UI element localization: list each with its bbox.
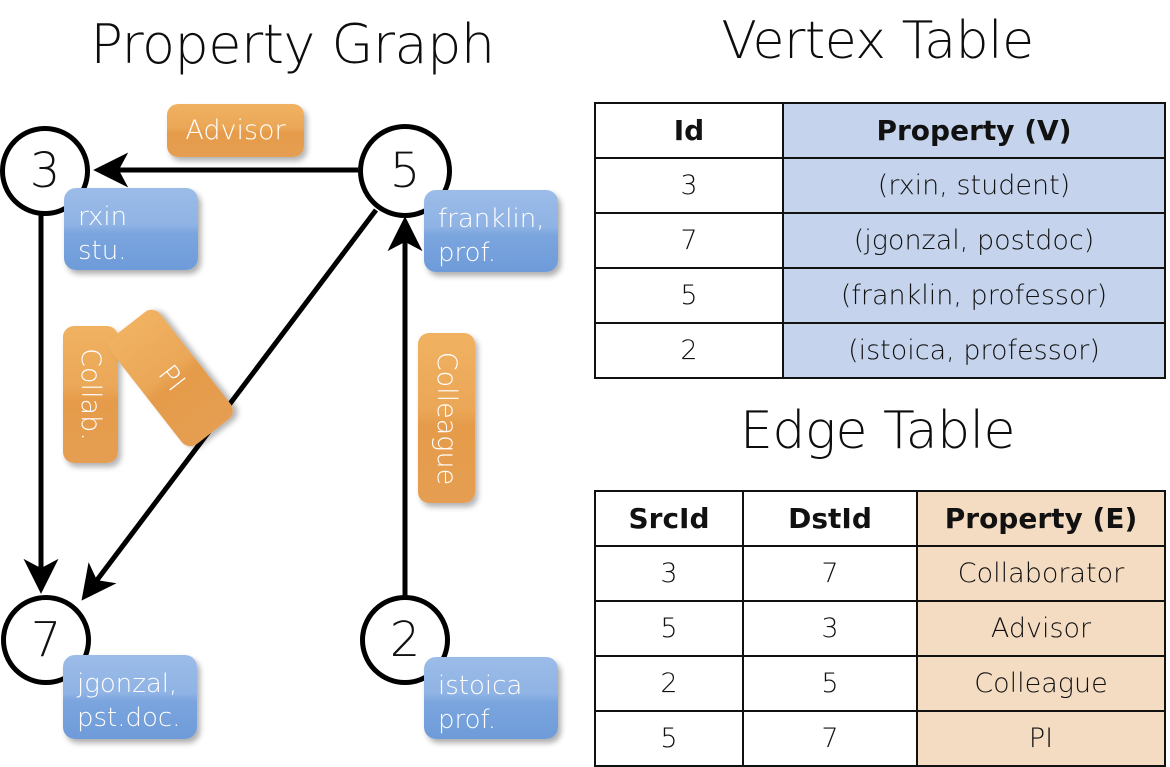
vertex-table-header-id: Id	[594, 102, 784, 159]
edge-row-property: PI	[916, 710, 1166, 767]
edge-row-property: Collaborator	[916, 545, 1166, 602]
vertex-table-header-property: Property (V)	[782, 102, 1166, 159]
table-row[interactable]: 2 (istoica, professor)	[594, 322, 1166, 379]
edge-label-pi-text: PI	[151, 358, 191, 398]
vertex-row-id: 2	[594, 322, 784, 379]
page-title-vertex-table: Vertex Table	[721, 11, 1034, 71]
vertex-row-property: (jgonzal, postdoc)	[782, 212, 1166, 269]
edge-table-header-dstid: DstId	[742, 490, 918, 547]
table-row[interactable]: 5 7 PI	[594, 710, 1166, 767]
edge-row-property: Advisor	[916, 600, 1166, 657]
edge-row-dstid: 5	[742, 655, 918, 712]
vertex-row-property: (rxin, student)	[782, 157, 1166, 214]
table-row[interactable]: 7 (jgonzal, postdoc)	[594, 212, 1166, 269]
table-row[interactable]: 5 (franklin, professor)	[594, 267, 1166, 324]
node-property-line2: pst.doc.	[77, 703, 181, 733]
graph-node-2[interactable]: 2	[360, 595, 450, 685]
edge-table: SrcId DstId Property (E) 3 7 Collaborato…	[594, 490, 1166, 767]
graph-node-5-label: 5	[389, 143, 421, 199]
node-property-line2: stu.	[78, 236, 127, 266]
graph-node-3-label: 3	[29, 143, 61, 199]
edge-row-srcid: 5	[594, 710, 744, 767]
vertex-row-id: 7	[594, 212, 784, 269]
edge-label-advisor-text: Advisor	[185, 115, 286, 146]
vertex-row-id: 5	[594, 267, 784, 324]
node-property-line2: prof.	[438, 238, 497, 268]
vertex-row-id: 3	[594, 157, 784, 214]
edge-row-srcid: 3	[594, 545, 744, 602]
graph-node-2-label: 2	[389, 612, 421, 668]
table-header-row: SrcId DstId Property (E)	[594, 490, 1166, 547]
vertex-row-property: (istoica, professor)	[782, 322, 1166, 379]
edge-row-srcid: 2	[594, 655, 744, 712]
table-row[interactable]: 3 (rxin, student)	[594, 157, 1166, 214]
table-row[interactable]: 2 5 Colleague	[594, 655, 1166, 712]
table-row[interactable]: 5 3 Advisor	[594, 600, 1166, 657]
edge-label-collaborator-text: Collab.	[75, 348, 106, 441]
node-property-box-franklin[interactable]: franklin, prof.	[424, 190, 558, 272]
node-property-box-jgonzal[interactable]: jgonzal, pst.doc.	[63, 655, 197, 739]
table-header-row: Id Property (V)	[594, 102, 1166, 159]
node-property-line1: istoica	[438, 671, 523, 701]
edge-label-advisor[interactable]: Advisor	[167, 104, 304, 157]
edge-label-colleague-text: Colleague	[431, 351, 462, 485]
node-property-box-rxin[interactable]: rxin stu.	[64, 188, 198, 270]
table-row[interactable]: 3 7 Collaborator	[594, 545, 1166, 602]
edge-row-srcid: 5	[594, 600, 744, 657]
edge-row-dstid: 7	[742, 710, 918, 767]
page-title-property-graph: Property Graph	[90, 13, 495, 76]
graph-node-5[interactable]: 5	[358, 124, 452, 218]
edge-label-colleague[interactable]: Colleague	[418, 333, 475, 503]
vertex-row-property: (franklin, professor)	[782, 267, 1166, 324]
node-property-line1: jgonzal,	[77, 669, 178, 699]
node-property-line2: prof.	[438, 705, 497, 735]
vertex-table: Id Property (V) 3 (rxin, student) 7 (jgo…	[594, 102, 1166, 379]
edge-table-header-srcid: SrcId	[594, 490, 744, 547]
edge-row-dstid: 3	[742, 600, 918, 657]
edge-table-header-property: Property (E)	[916, 490, 1166, 547]
property-graph-diagram: 3 5 7 2 rxin stu. franklin, prof. jgonza…	[0, 0, 585, 760]
edge-row-property: Colleague	[916, 655, 1166, 712]
graph-node-7-label: 7	[30, 612, 62, 668]
node-property-line1: rxin	[78, 202, 128, 232]
node-property-line1: franklin,	[438, 204, 545, 234]
edge-row-dstid: 7	[742, 545, 918, 602]
node-property-box-istoica[interactable]: istoica prof.	[424, 657, 558, 739]
page-title-edge-table: Edge Table	[739, 401, 1016, 461]
